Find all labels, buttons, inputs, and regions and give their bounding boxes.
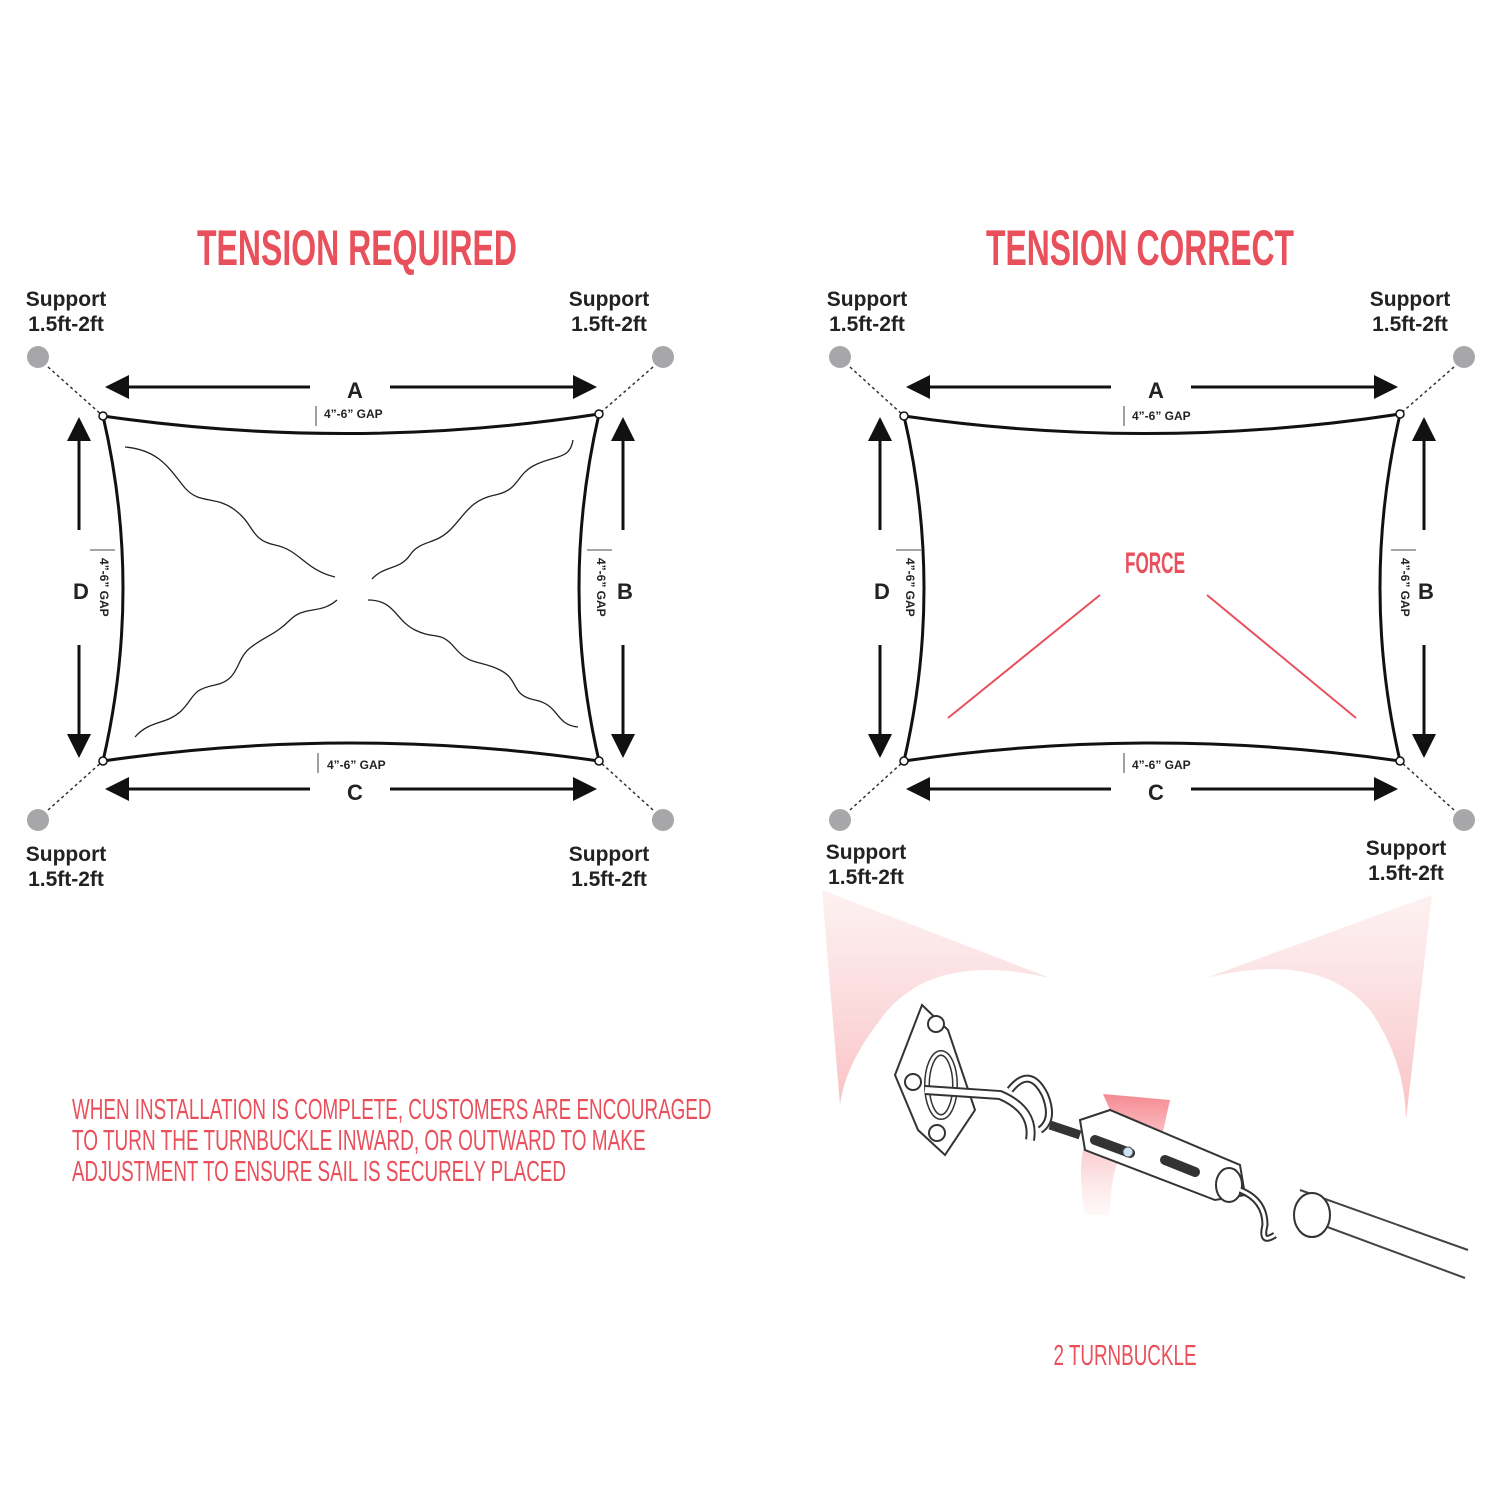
support-post-icon — [829, 809, 851, 831]
support-label: Support — [1366, 837, 1446, 860]
d-ring-icon — [899, 756, 909, 766]
note-line: WHEN INSTALLATION IS COMPLETE, CUSTOMERS… — [72, 1094, 711, 1126]
note-line: TO TURN THE TURNBUCKLE INWARD, OR OUTWAR… — [72, 1125, 646, 1157]
d-ring-icon — [899, 411, 909, 421]
d-ring-icon — [1395, 409, 1405, 419]
gap-label-bottom: 4”-6” GAP — [327, 758, 386, 772]
support-post-icon — [27, 809, 49, 831]
force-line-right — [1206, 594, 1357, 719]
sail-outline — [902, 412, 1402, 763]
support-size: 1.5ft-2ft — [571, 313, 647, 336]
support-size: 1.5ft-2ft — [829, 313, 905, 336]
tension-required-diagram: TENSION REQUIRED Support 1.5ft-2ft Suppo… — [26, 220, 674, 891]
support-size: 1.5ft-2ft — [28, 868, 104, 891]
side-c-label: C — [1148, 780, 1164, 805]
gap-label-right: 4”-6” GAP — [1398, 558, 1412, 617]
screw-icon — [904, 1073, 922, 1091]
gap-label-bottom: 4”-6” GAP — [1132, 758, 1191, 772]
support-post-icon — [652, 346, 674, 368]
tie-line — [1399, 760, 1455, 811]
support-top-left: Support 1.5ft-2ft — [827, 288, 907, 336]
gap-label-top: 4”-6” GAP — [1132, 409, 1191, 423]
support-bottom-right: Support 1.5ft-2ft — [1366, 837, 1446, 885]
support-size: 1.5ft-2ft — [1368, 862, 1444, 885]
support-label: Support — [569, 843, 649, 866]
tie-line — [849, 760, 905, 811]
support-bottom-left: Support 1.5ft-2ft — [26, 843, 106, 891]
force-line-left — [947, 594, 1101, 719]
support-post-icon — [1453, 346, 1475, 368]
d-ring-icon — [594, 409, 604, 419]
support-label: Support — [827, 288, 907, 311]
support-label: Support — [26, 288, 106, 311]
support-size: 1.5ft-2ft — [571, 868, 647, 891]
tie-line — [47, 760, 104, 811]
side-a-label: A — [347, 378, 363, 403]
support-top-left: Support 1.5ft-2ft — [26, 288, 106, 336]
d-ring-icon — [98, 411, 108, 421]
support-label: Support — [26, 843, 106, 866]
pink-motion-arc-left — [822, 890, 1050, 1105]
side-a-label: A — [1148, 378, 1164, 403]
tie-line — [849, 366, 905, 417]
side-d-label: D — [874, 579, 890, 604]
support-size: 1.5ft-2ft — [1372, 313, 1448, 336]
tie-line — [1399, 366, 1455, 415]
gap-label-left: 4”-6” GAP — [903, 558, 917, 617]
side-d-label: D — [73, 579, 89, 604]
support-label: Support — [1370, 288, 1450, 311]
gap-label-left: 4”-6” GAP — [97, 558, 111, 617]
dimension-arrows — [67, 375, 635, 801]
support-post-icon — [27, 346, 49, 368]
support-post-icon — [1453, 809, 1475, 831]
sail-wrinkles — [124, 439, 579, 738]
support-size: 1.5ft-2ft — [28, 313, 104, 336]
sail-outline — [101, 412, 601, 763]
support-label: Support — [569, 288, 649, 311]
gap-label-right: 4”-6” GAP — [594, 558, 608, 617]
support-size: 1.5ft-2ft — [828, 866, 904, 889]
d-ring-icon — [1395, 756, 1405, 766]
support-post-icon — [829, 346, 851, 368]
support-label: Support — [826, 841, 906, 864]
tie-line — [47, 366, 104, 417]
support-bottom-right: Support 1.5ft-2ft — [569, 843, 649, 891]
pink-motion-arc-right — [1206, 895, 1432, 1120]
installation-note: WHEN INSTALLATION IS COMPLETE, CUSTOMERS… — [72, 1094, 711, 1188]
support-top-right: Support 1.5ft-2ft — [1370, 288, 1450, 336]
tension-correct-title: TENSION CORRECT — [986, 220, 1294, 276]
note-line: ADJUSTMENT TO ENSURE SAIL IS SECURELY PL… — [72, 1156, 566, 1188]
dimension-arrows — [868, 375, 1436, 801]
force-label: FORCE — [1125, 547, 1185, 580]
turnbuckle-caption: 2 TURNBUCKLE — [1054, 1340, 1197, 1372]
side-c-label: C — [347, 780, 363, 805]
hook-icon — [1238, 1186, 1277, 1242]
gap-label-top: 4”-6” GAP — [324, 407, 383, 421]
tension-required-title: TENSION REQUIRED — [197, 220, 517, 276]
tie-line — [598, 366, 654, 415]
turnbuckle-illustration — [822, 890, 1469, 1279]
d-ring-icon — [98, 756, 108, 766]
tie-line — [598, 760, 654, 811]
screw-icon — [928, 1124, 946, 1142]
support-bottom-left: Support 1.5ft-2ft — [826, 841, 906, 889]
support-top-right: Support 1.5ft-2ft — [569, 288, 649, 336]
eye-plate-icon — [893, 1003, 977, 1157]
screw-icon — [927, 1015, 945, 1033]
d-ring-icon — [594, 756, 604, 766]
support-post-icon — [652, 809, 674, 831]
d-ring-icon — [1293, 1192, 1331, 1238]
tension-correct-diagram: TENSION CORRECT Support 1.5ft-2ft Suppor… — [826, 220, 1475, 889]
side-b-label: B — [1418, 579, 1434, 604]
side-b-label: B — [617, 579, 633, 604]
